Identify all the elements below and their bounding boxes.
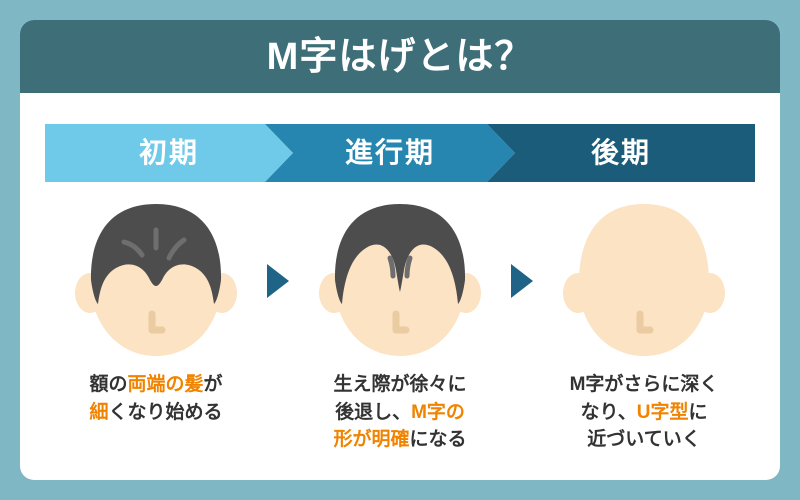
triangle-right-icon	[267, 264, 289, 298]
caption-part: 後退し、	[335, 401, 412, 423]
stage-label-progressing: 進行期	[344, 137, 435, 168]
caption-part-highlight: 形が明確	[333, 429, 410, 451]
header-bar: M字はげとは？	[20, 20, 780, 93]
caption-part-highlight: 両端の髪	[127, 374, 204, 395]
head-u-shape-bald-icon	[554, 196, 734, 359]
stage-label-late: 後期	[590, 137, 651, 168]
head-full-hair-icon	[66, 196, 246, 359]
caption-part: M字がさらに深く	[569, 374, 719, 395]
caption-part-highlight: U字型	[636, 401, 689, 423]
caption-part: に	[688, 401, 708, 423]
caption-late: M字がさらに深くなり、U字型に近づいていく	[533, 371, 755, 454]
stage-panel-early: 額の両端の髪が細くなり始める	[45, 196, 267, 426]
stage-chevron-progressing: 進行期	[265, 124, 515, 182]
caption-part: なり、	[580, 401, 637, 423]
stage-label-early: 初期	[138, 137, 199, 168]
stage-panel-progressing: 生え際が徐々に後退し、M字の形が明確になる	[289, 196, 511, 454]
caption-early: 額の両端の髪が細くなり始める	[45, 371, 267, 426]
stage-progress-bar: 初期 進行期 後期	[45, 124, 755, 182]
stage-chevron-early: 初期	[45, 124, 293, 182]
caption-part: 近づいていく	[587, 429, 701, 451]
arrow-separator-1	[267, 196, 289, 366]
caption-part: 生え際が徐々に	[333, 374, 467, 395]
caption-part-highlight: M字の	[411, 401, 465, 423]
stage-chevron-late: 後期	[487, 124, 755, 182]
arrow-separator-2	[511, 196, 533, 366]
head-m-shape-icon	[310, 196, 490, 359]
caption-part: になる	[409, 429, 467, 451]
caption-progressing: 生え際が徐々に後退し、M字の形が明確になる	[289, 371, 511, 454]
page-title: M字はげとは？	[266, 35, 534, 78]
caption-part: くなり始める	[108, 401, 223, 423]
stage-panel-late: M字がさらに深くなり、U字型に近づいていく	[533, 196, 755, 454]
caption-part: が	[203, 374, 223, 395]
caption-part-highlight: 細	[89, 401, 109, 423]
caption-part: 額の	[89, 374, 128, 395]
stage-panels-row: 額の両端の髪が細くなり始める 生え際が徐々に後退	[45, 196, 755, 456]
triangle-right-icon	[511, 264, 533, 298]
